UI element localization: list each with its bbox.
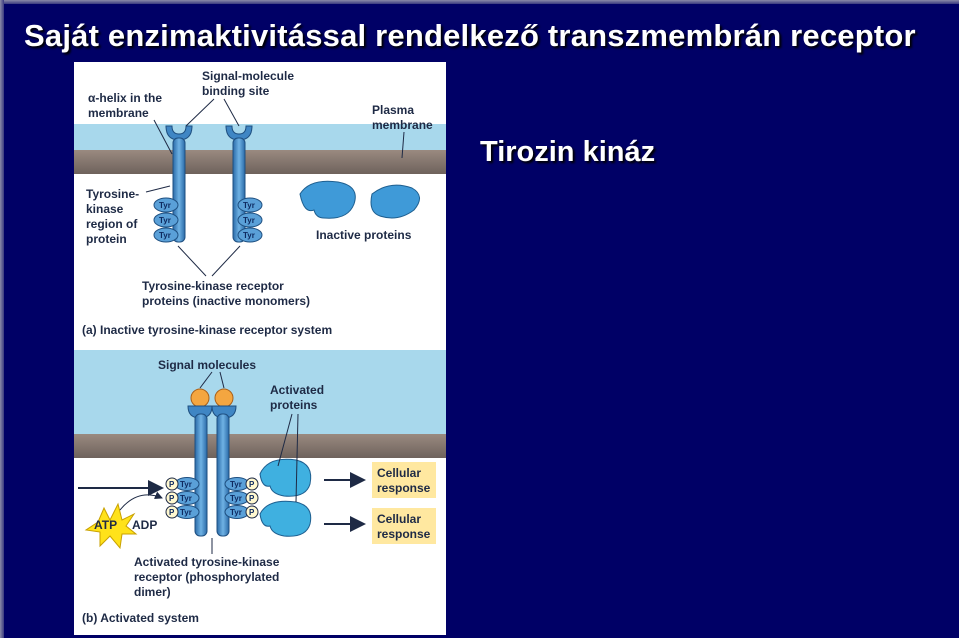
tyr-label: Tyr: [180, 480, 192, 489]
caption-b: (b) Activated system: [82, 611, 199, 625]
dimer-label-line1: Activated tyrosine-kinase: [134, 555, 280, 569]
activated-proteins-label-line1: Activated: [270, 383, 324, 397]
signal-molecule: [214, 388, 234, 408]
slide-frame-top: [0, 0, 959, 4]
plasma-membrane-label-line2: membrane: [372, 118, 433, 132]
phosphate-label: P: [169, 494, 175, 503]
phosphate-label: P: [249, 508, 255, 517]
monomers-label-line1: Tyrosine-kinase receptor: [142, 279, 284, 293]
tyr-label: Tyr: [230, 480, 242, 489]
tyr-label: Tyr: [243, 231, 255, 240]
cellular-response-2-line2: response: [377, 527, 431, 541]
binding-site-label-line2: binding site: [202, 84, 270, 98]
slide-frame-left: [0, 0, 4, 638]
inactive-proteins-label: Inactive proteins: [316, 228, 412, 242]
signal-molecule: [190, 388, 210, 408]
plasma-membrane-label-line1: Plasma: [372, 103, 414, 117]
tyr-label: Tyr: [243, 216, 255, 225]
tyr-label: Tyr: [159, 231, 171, 240]
plasma-membrane-a: [74, 150, 446, 174]
phosphate-label: P: [169, 480, 175, 489]
binding-site-label-line1: Signal-molecule: [202, 69, 294, 83]
caption-a: (a) Inactive tyrosine-kinase receptor sy…: [82, 323, 332, 337]
tyr-label: Tyr: [243, 201, 255, 210]
receptor-monomer-right: Tyr Tyr Tyr: [225, 125, 263, 243]
cellular-response-2-line1: Cellular: [377, 512, 421, 526]
phosphate-label: P: [169, 508, 175, 517]
activated-proteins-label-line2: proteins: [270, 398, 318, 412]
atp-burst: [84, 502, 138, 550]
phosphate-groups: P P P P P P: [165, 477, 259, 519]
receptor-dimer: Tyr Tyr Tyr Tyr Tyr Tyr: [174, 405, 250, 537]
atp-label: ATP: [94, 518, 117, 532]
extracellular-space-a: [74, 124, 446, 150]
plasma-membrane-b: [74, 434, 446, 458]
tyr-label: Tyr: [159, 216, 171, 225]
slide-title: Saját enzimaktivitással rendelkező trans…: [24, 18, 916, 53]
inactive-protein-2: [370, 184, 420, 219]
activated-protein-1: [259, 458, 312, 497]
cellular-response-1-line2: response: [377, 481, 431, 495]
phosphate-label: P: [249, 480, 255, 489]
tyr-label: Tyr: [159, 201, 171, 210]
tyr-label: Tyr: [180, 508, 192, 517]
tyr-label: Tyr: [180, 494, 192, 503]
adp-label: ADP: [132, 518, 157, 532]
tyr-label: Tyr: [230, 508, 242, 517]
receptor-monomer-left: Tyr Tyr Tyr: [153, 125, 193, 243]
signal-molecules-label: Signal molecules: [158, 358, 256, 372]
activated-protein-2: [259, 500, 312, 537]
tyr-label: Tyr: [230, 494, 242, 503]
tk-region-label-line3: region of: [86, 217, 138, 231]
phosphate-label: P: [249, 494, 255, 503]
extracellular-space-b: [74, 350, 446, 434]
tk-region-label-line1: Tyrosine-: [86, 187, 139, 201]
monomers-label-line2: proteins (inactive monomers): [142, 294, 310, 308]
cellular-response-box-1: [372, 462, 436, 498]
receptor-figure: Tyr Tyr Tyr Tyr Tyr Tyr α-helix in the m…: [74, 62, 446, 635]
alpha-helix-label-line1: α-helix in the: [88, 91, 162, 105]
slide-subtitle: Tirozin kináz: [480, 136, 656, 168]
dimer-label-line2: receptor (phosphorylated: [134, 570, 279, 584]
dimer-label-line3: dimer): [134, 585, 171, 599]
tk-region-label-line4: protein: [86, 232, 127, 246]
tk-region-label-line2: kinase: [86, 202, 124, 216]
cellular-response-box-2: [372, 508, 436, 544]
alpha-helix-label-line2: membrane: [88, 106, 149, 120]
inactive-protein-1: [299, 180, 356, 219]
cellular-response-1-line1: Cellular: [377, 466, 421, 480]
